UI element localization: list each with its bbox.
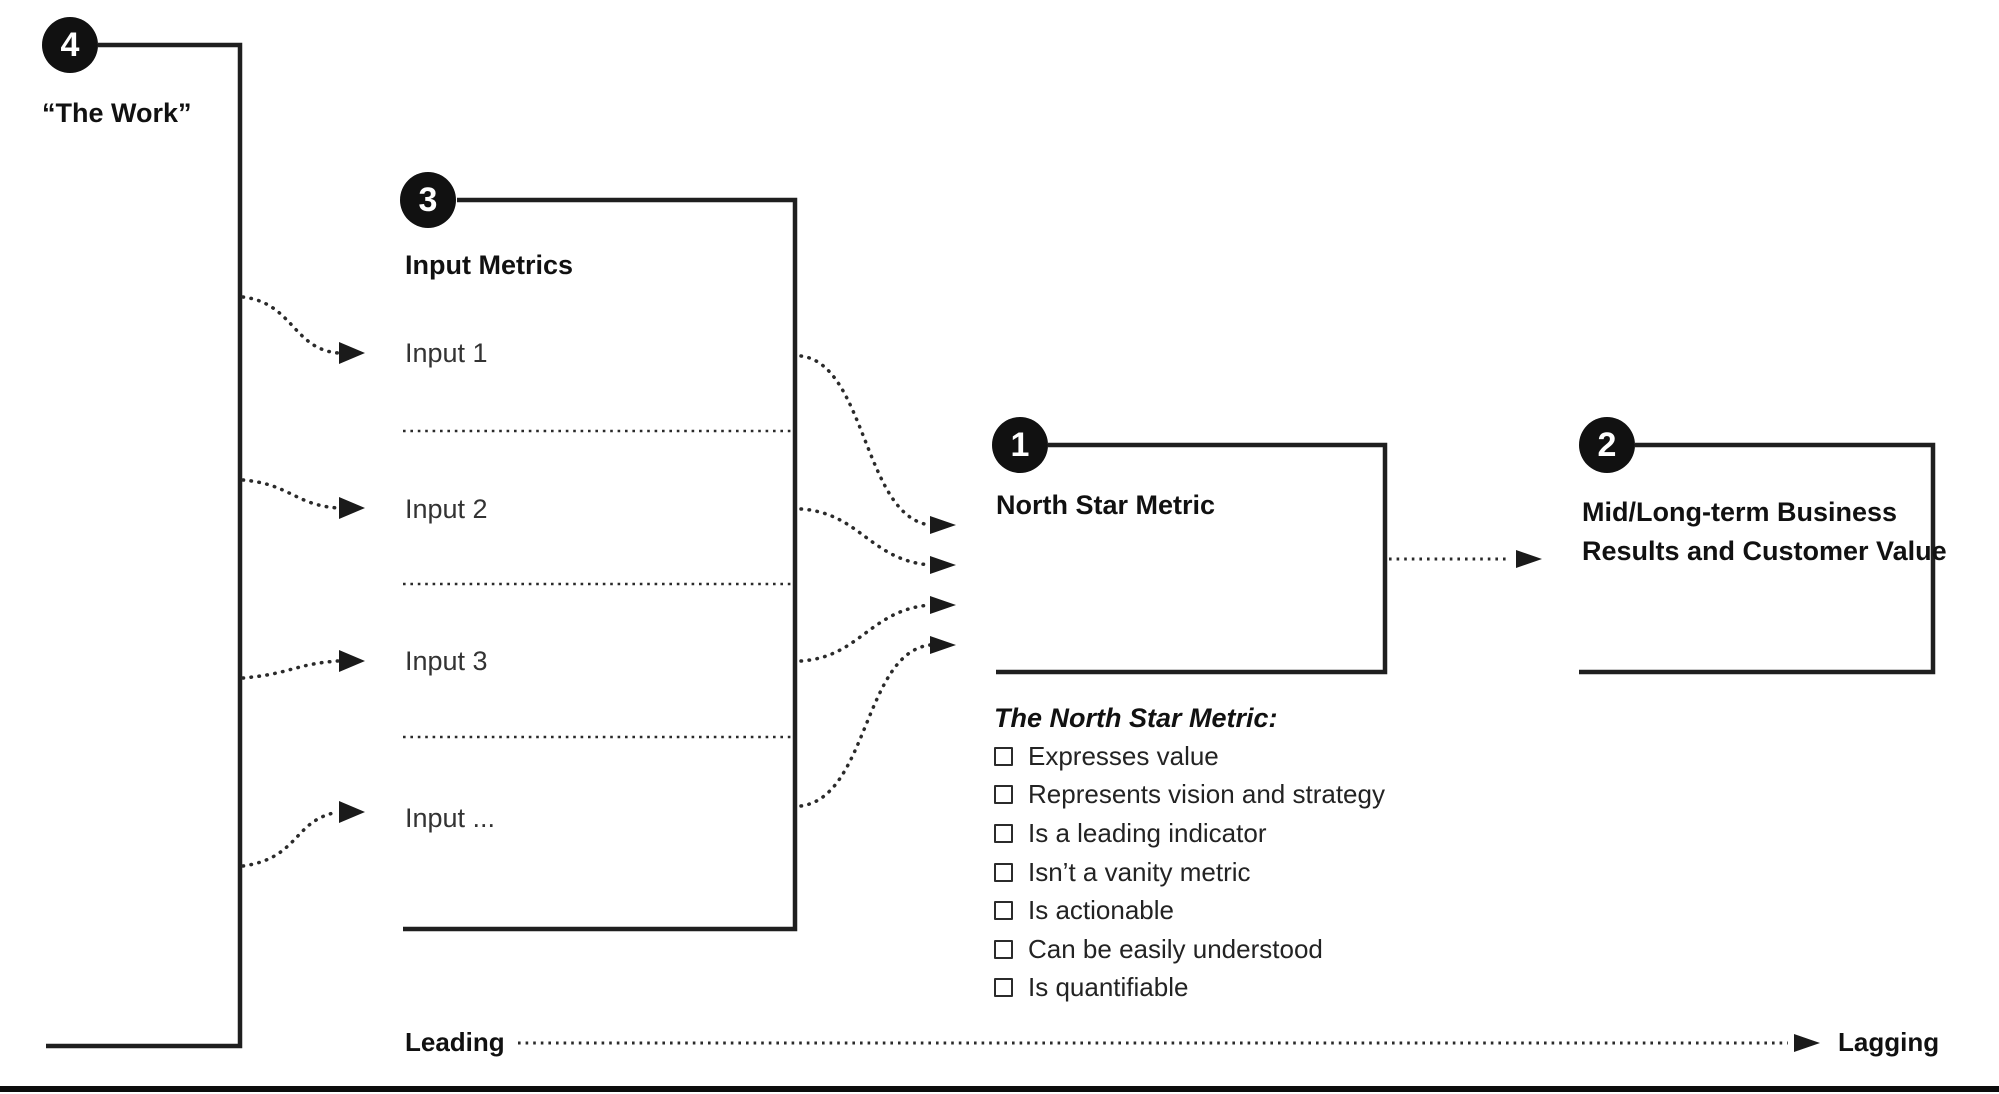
bottom-border-rule bbox=[0, 1086, 1999, 1092]
checklist-row: Can be easily understood bbox=[994, 930, 1385, 969]
arrowhead-icon bbox=[930, 636, 956, 654]
arrowhead-icon bbox=[1794, 1034, 1820, 1052]
north-star-box-line bbox=[996, 442, 1388, 675]
input-metrics-box-line bbox=[403, 197, 798, 932]
checklist-row: Is actionable bbox=[994, 891, 1385, 930]
checklist-item-label: Is actionable bbox=[1028, 895, 1174, 926]
step-badge-2: 2 bbox=[1579, 417, 1635, 473]
work-to-input3-curve bbox=[241, 659, 340, 680]
arrowhead-icon bbox=[339, 497, 365, 519]
checkbox-icon bbox=[994, 823, 1013, 843]
arrowhead-icon bbox=[339, 342, 365, 364]
work-to-input1-curve bbox=[241, 295, 340, 355]
input-item-1: Input 1 bbox=[405, 338, 488, 368]
north-star-label: North Star Metric bbox=[996, 490, 1216, 520]
business-results-label-line2: Results and Customer Value bbox=[1582, 536, 1947, 566]
checklist-item-label: Is quantifiable bbox=[1028, 972, 1189, 1003]
checkbox-icon bbox=[994, 901, 1013, 921]
arrowhead-icon bbox=[339, 801, 365, 823]
input-item-3: Input 3 bbox=[405, 646, 488, 676]
checklist-item-label: Isn’t a vanity metric bbox=[1028, 856, 1251, 887]
input4-to-nsm-curve bbox=[799, 643, 932, 808]
business-results-box-line bbox=[1579, 442, 1936, 675]
checklist-item-label: Can be easily understood bbox=[1028, 933, 1323, 964]
arrowhead-icon bbox=[930, 516, 956, 534]
checkbox-icon bbox=[994, 862, 1013, 882]
arrowhead-icon bbox=[930, 596, 956, 614]
checklist-row: Represents vision and strategy bbox=[994, 776, 1385, 815]
checklist-item-label: Expresses value bbox=[1028, 740, 1219, 771]
checklist-title: The North Star Metric: bbox=[994, 703, 1278, 733]
input2-to-nsm-curve bbox=[799, 507, 932, 567]
checkbox-icon bbox=[994, 939, 1013, 959]
axis-lagging-label: Lagging bbox=[1838, 1027, 1940, 1057]
axis-leading-label: Leading bbox=[405, 1027, 505, 1057]
checklist-row: Expresses value bbox=[994, 737, 1385, 776]
checkbox-icon bbox=[994, 785, 1013, 805]
business-results-label: Mid/Long-term Business Results and Custo… bbox=[1582, 493, 1947, 571]
checkbox-icon bbox=[994, 746, 1013, 766]
arrowhead-icon bbox=[930, 556, 956, 574]
checklist-item-label: Represents vision and strategy bbox=[1028, 779, 1385, 810]
checklist-item-label: Is a leading indicator bbox=[1028, 817, 1267, 848]
work-label: “The Work” bbox=[42, 98, 192, 128]
north-star-checklist: The North Star Metric: Expresses value R… bbox=[994, 699, 1385, 1007]
step-badge-4: 4 bbox=[42, 17, 98, 73]
input3-to-nsm-curve bbox=[799, 603, 932, 663]
work-bracket-line bbox=[46, 42, 243, 1049]
arrowhead-icon bbox=[1516, 550, 1542, 568]
input-metrics-label: Input Metrics bbox=[405, 250, 574, 280]
step-badge-1: 1 bbox=[992, 417, 1048, 473]
checklist-row: Is quantifiable bbox=[994, 969, 1385, 1008]
checklist-row: Is a leading indicator bbox=[994, 814, 1385, 853]
input-item-4: Input ... bbox=[405, 803, 496, 833]
work-to-input4-curve bbox=[241, 810, 340, 868]
checklist-row: Isn’t a vanity metric bbox=[994, 853, 1385, 892]
work-to-input2-curve bbox=[241, 478, 340, 510]
step-badge-3: 3 bbox=[400, 172, 456, 228]
arrowhead-icon bbox=[339, 650, 365, 672]
input1-to-nsm-curve bbox=[799, 354, 932, 527]
business-results-label-line1: Mid/Long-term Business bbox=[1582, 497, 1898, 527]
checkbox-icon bbox=[994, 978, 1013, 998]
input-item-2: Input 2 bbox=[405, 494, 488, 524]
